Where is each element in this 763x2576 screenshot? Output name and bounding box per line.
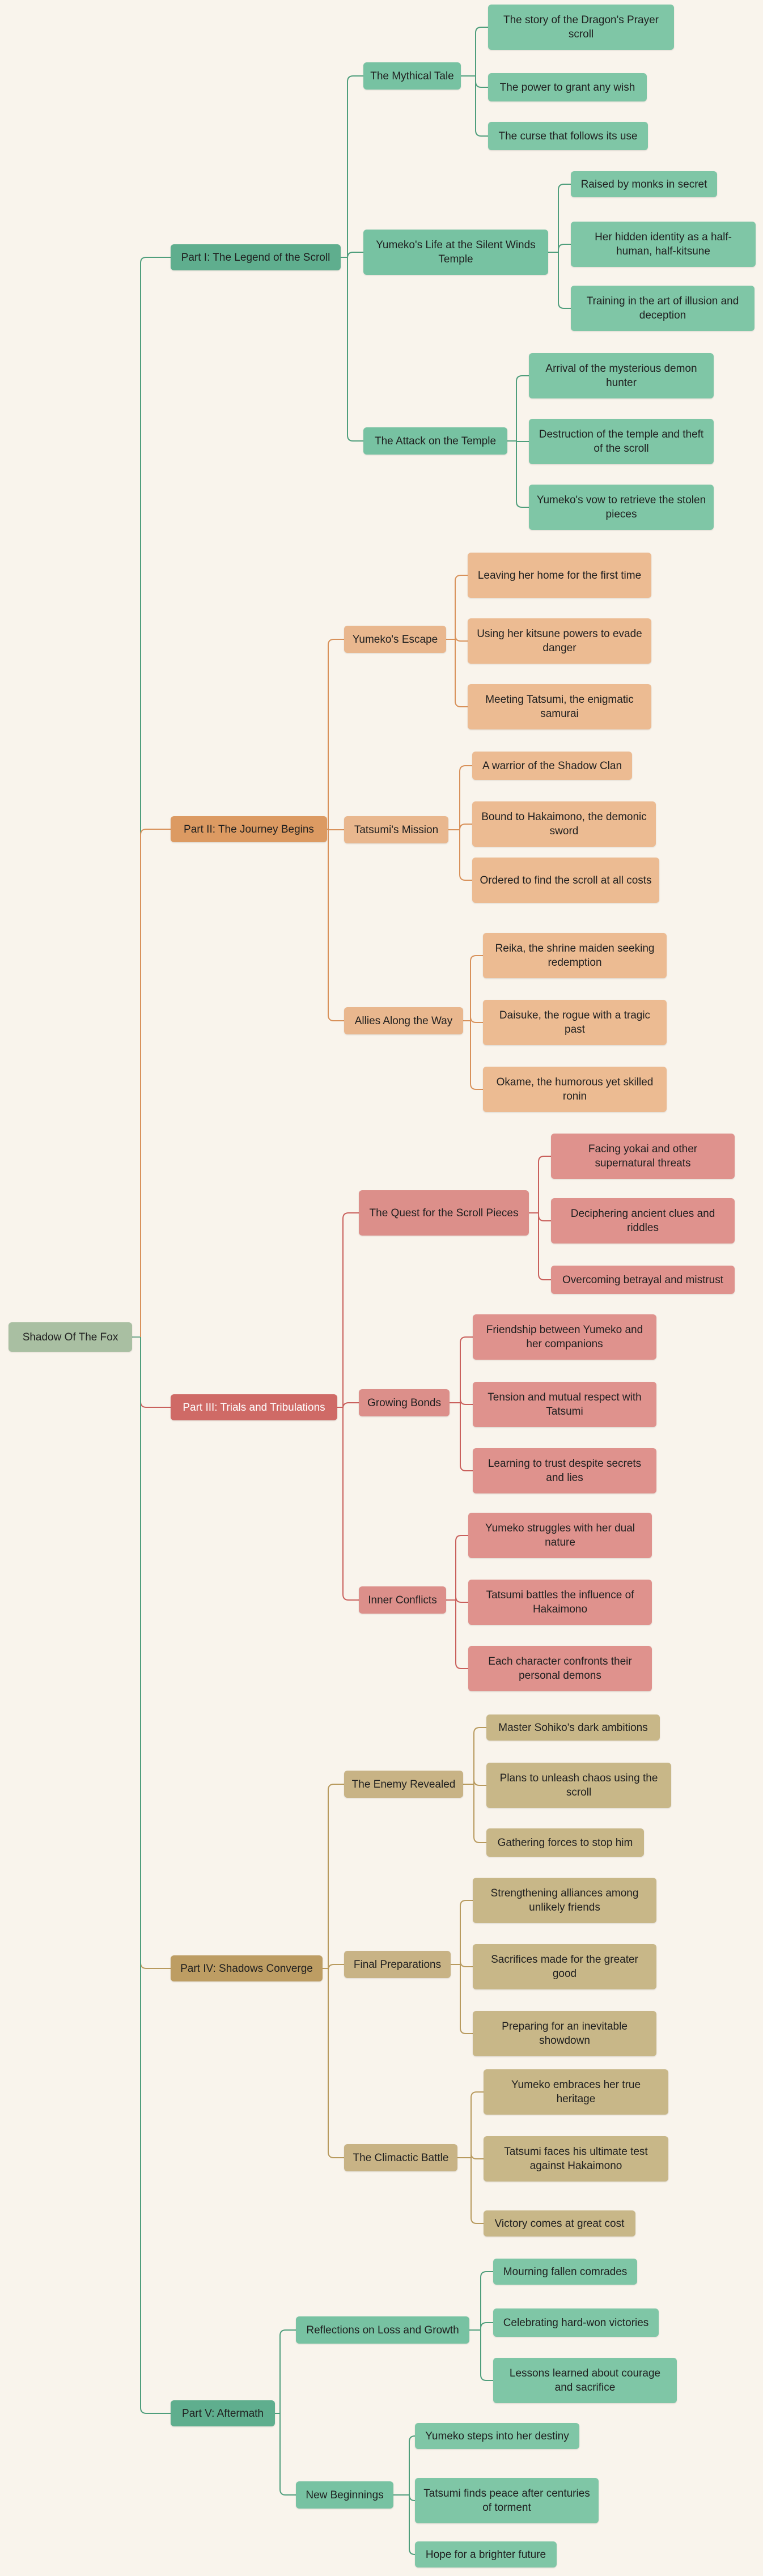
connector-3-1 <box>529 1156 551 1280</box>
section-node-3-1[interactable]: The Quest for the Scroll Pieces <box>359 1190 529 1236</box>
leaf-node-3-2-1[interactable]: Friendship between Yumeko and her compan… <box>473 1314 656 1360</box>
leaf-node-3-1-2[interactable]: Deciphering ancient clues and riddles <box>551 1198 735 1244</box>
leaf-node-3-3-3[interactable]: Each character confronts their personal … <box>468 1646 652 1691</box>
part-node-3[interactable]: Part III: Trials and Tribulations <box>171 1394 337 1420</box>
connector-1-3 <box>507 375 529 508</box>
leaf-node-1-3-3[interactable]: Yumeko's vow to retrieve the stolen piec… <box>529 485 714 530</box>
leaf-node-4-1-2[interactable]: Plans to unleash chaos using the scroll <box>486 1763 671 1808</box>
part-node-4[interactable]: Part IV: Shadows Converge <box>171 1955 323 1981</box>
connector-4-2 <box>451 1900 473 2034</box>
leaf-node-4-3-1[interactable]: Yumeko embraces her true heritage <box>484 2069 668 2115</box>
section-node-5-2[interactable]: New Beginnings <box>296 2481 393 2509</box>
connector-3-3 <box>446 1535 468 1669</box>
leaf-node-1-2-3[interactable]: Training in the art of illusion and dece… <box>571 286 754 331</box>
leaf-node-5-2-1[interactable]: Yumeko steps into her destiny <box>415 2423 579 2449</box>
leaf-node-3-1-3[interactable]: Overcoming betrayal and mistrust <box>551 1266 735 1294</box>
leaf-node-2-1-1[interactable]: Leaving her home for the first time <box>468 553 651 598</box>
connector-2-2 <box>448 765 472 881</box>
section-node-5-1[interactable]: Reflections on Loss and Growth <box>296 2316 469 2344</box>
leaf-node-3-2-3[interactable]: Learning to trust despite secrets and li… <box>473 1448 656 1493</box>
leaf-node-2-1-2[interactable]: Using her kitsune powers to evade danger <box>468 618 651 664</box>
leaf-node-4-3-3[interactable]: Victory comes at great cost <box>484 2210 635 2237</box>
connector-5-1 <box>469 2271 493 2381</box>
connector-part-5 <box>275 2329 296 2496</box>
leaf-node-2-1-3[interactable]: Meeting Tatsumi, the enigmatic samurai <box>468 684 651 729</box>
root-node[interactable]: Shadow Of The Fox <box>9 1322 132 1352</box>
leaf-node-2-3-3[interactable]: Okame, the humorous yet skilled ronin <box>483 1067 667 1112</box>
leaf-node-2-2-2[interactable]: Bound to Hakaimono, the demonic sword <box>472 801 656 847</box>
section-node-1-3[interactable]: The Attack on the Temple <box>363 427 507 455</box>
section-node-2-2[interactable]: Tatsumi's Mission <box>344 816 448 843</box>
section-node-1-2[interactable]: Yumeko's Life at the Silent Winds Temple <box>363 230 548 275</box>
leaf-node-1-2-2[interactable]: Her hidden identity as a half-human, hal… <box>571 222 756 267</box>
leaf-node-1-1-3[interactable]: The curse that follows its use <box>488 122 648 150</box>
leaf-node-3-2-2[interactable]: Tension and mutual respect with Tatsumi <box>473 1382 656 1427</box>
leaf-node-2-3-1[interactable]: Reika, the shrine maiden seeking redempt… <box>483 933 667 978</box>
part-node-2[interactable]: Part II: The Journey Begins <box>171 816 327 842</box>
leaf-node-4-2-3[interactable]: Preparing for an inevitable showdown <box>473 2011 656 2056</box>
leaf-node-3-1-1[interactable]: Facing yokai and other supernatural thre… <box>551 1134 735 1179</box>
leaf-node-4-1-1[interactable]: Master Sohiko's dark ambitions <box>486 1714 660 1741</box>
leaf-node-1-3-2[interactable]: Destruction of the temple and theft of t… <box>529 419 714 464</box>
section-node-4-3[interactable]: The Climactic Battle <box>344 2144 457 2171</box>
leaf-node-2-3-2[interactable]: Daisuke, the rogue with a tragic past <box>483 1000 667 1045</box>
leaf-node-5-2-3[interactable]: Hope for a brighter future <box>415 2541 557 2567</box>
connector-4-1 <box>463 1727 486 1843</box>
connector-2-3 <box>463 955 483 1090</box>
leaf-node-5-1-1[interactable]: Mourning fallen comrades <box>493 2259 637 2285</box>
connector-3-2 <box>450 1336 473 1471</box>
leaf-node-3-3-2[interactable]: Tatsumi battles the influence of Hakaimo… <box>468 1580 652 1625</box>
section-node-3-2[interactable]: Growing Bonds <box>359 1389 450 1416</box>
connector-2-1 <box>446 575 468 707</box>
connector-part-1 <box>341 75 363 442</box>
connector-part-3 <box>337 1212 359 1601</box>
section-node-2-1[interactable]: Yumeko's Escape <box>344 626 446 653</box>
part-node-1[interactable]: Part I: The Legend of the Scroll <box>171 244 341 270</box>
leaf-node-3-3-1[interactable]: Yumeko struggles with her dual nature <box>468 1513 652 1558</box>
leaf-node-1-1-1[interactable]: The story of the Dragon's Prayer scroll <box>488 5 674 50</box>
leaf-node-5-1-3[interactable]: Lessons learned about courage and sacrif… <box>493 2358 677 2403</box>
leaf-node-4-3-2[interactable]: Tatsumi faces his ultimate test against … <box>484 2136 668 2182</box>
leaf-node-1-3-1[interactable]: Arrival of the mysterious demon hunter <box>529 353 714 398</box>
section-node-1-1[interactable]: The Mythical Tale <box>363 62 461 90</box>
connector-part-4 <box>323 1784 344 2158</box>
leaf-node-4-2-1[interactable]: Strengthening alliances among unlikely f… <box>473 1878 656 1923</box>
section-node-2-3[interactable]: Allies Along the Way <box>344 1007 463 1034</box>
leaf-node-2-2-3[interactable]: Ordered to find the scroll at all costs <box>472 858 659 903</box>
leaf-node-5-1-2[interactable]: Celebrating hard-won victories <box>493 2308 659 2337</box>
leaf-node-1-2-1[interactable]: Raised by monks in secret <box>571 171 717 197</box>
leaf-node-4-1-3[interactable]: Gathering forces to stop him <box>486 1828 644 1857</box>
leaf-node-5-2-2[interactable]: Tatsumi finds peace after centuries of t… <box>415 2478 599 2523</box>
connector-root <box>132 257 171 2414</box>
connector-1-1 <box>461 27 488 137</box>
section-node-3-3[interactable]: Inner Conflicts <box>359 1586 446 1614</box>
leaf-node-1-1-2[interactable]: The power to grant any wish <box>488 73 647 101</box>
section-node-4-2[interactable]: Final Preparations <box>344 1951 451 1978</box>
connector-5-2 <box>393 2435 416 2555</box>
leaf-node-4-2-2[interactable]: Sacrifices made for the greater good <box>473 1944 656 1989</box>
connector-1-2 <box>548 184 571 309</box>
section-node-4-1[interactable]: The Enemy Revealed <box>344 1771 463 1798</box>
part-node-5[interactable]: Part V: Aftermath <box>171 2400 275 2426</box>
leaf-node-2-2-1[interactable]: A warrior of the Shadow Clan <box>472 752 632 780</box>
connector-4-3 <box>457 2091 484 2224</box>
connector-part-2 <box>327 639 344 1021</box>
